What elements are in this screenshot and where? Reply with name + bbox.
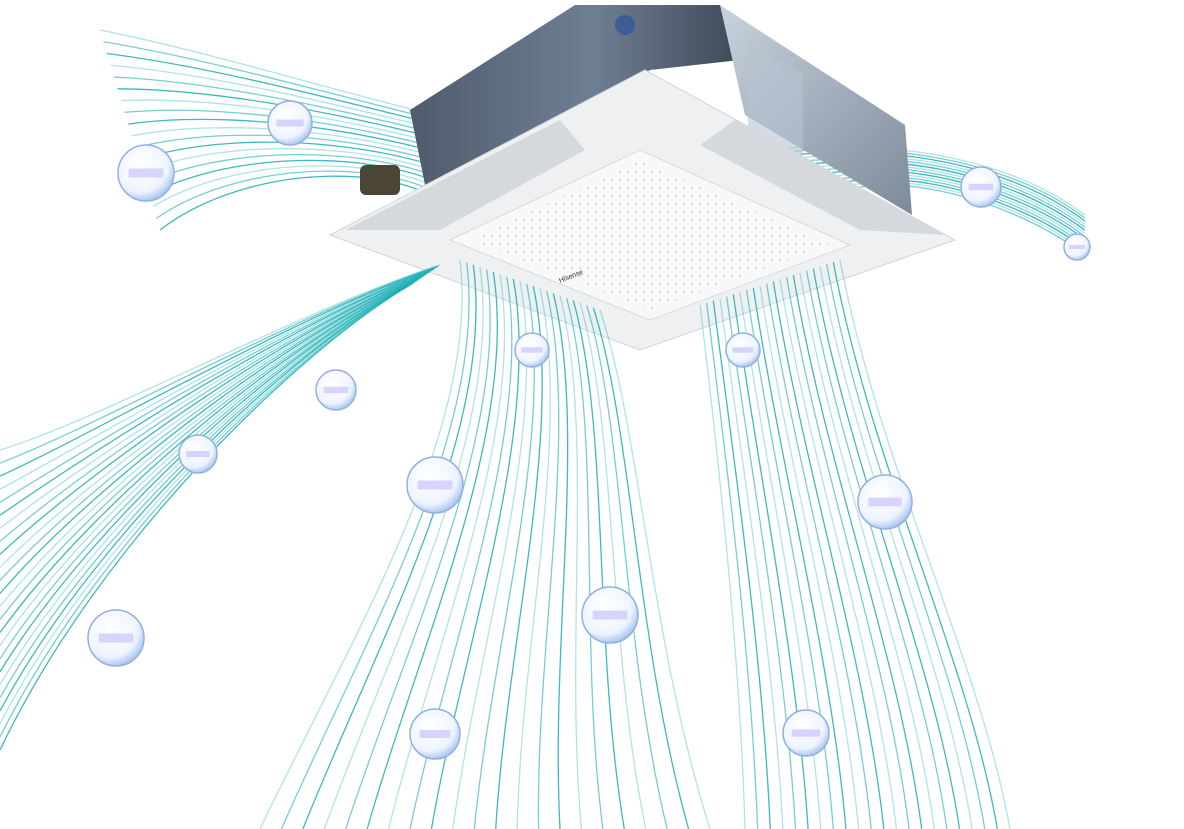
air-vent-left: [345, 120, 585, 230]
airflow-line-down-left: [280, 262, 470, 829]
airflow-line-down-right: [799, 272, 935, 829]
airflow-lines-front: [0, 259, 1011, 829]
airflow-line-down-right: [699, 304, 746, 829]
airflow-line-left: [0, 276, 423, 633]
airflow-line-left: [0, 281, 415, 712]
minus-icon: [968, 183, 994, 191]
minus-icon: [323, 386, 349, 394]
airflow-line-left: [0, 279, 419, 673]
minus-icon: [592, 610, 628, 620]
negative-ion-bubble: [1063, 233, 1091, 261]
airflow-line-down-right: [766, 283, 872, 829]
ac-unit: Hisense: [328, 5, 957, 351]
minus-icon: [276, 119, 304, 127]
airflow-line-left: [0, 271, 430, 555]
airflow-line-down-left: [323, 267, 484, 829]
minus-icon: [98, 633, 134, 643]
airflow-line-down-left: [592, 307, 690, 829]
airflow-line-left: [0, 264, 441, 451]
airflow-line-down-left: [586, 305, 668, 829]
air-vent-right: [700, 120, 945, 235]
minus-icon: [128, 168, 164, 178]
airflow-line-down-right: [739, 292, 822, 829]
airflow-line-down-right: [806, 270, 948, 829]
airflow-line-left: [0, 282, 413, 725]
airflow-line-left: [0, 280, 416, 699]
airflow-line-left: [0, 267, 436, 503]
negative-ion-bubbles: [87, 100, 1091, 760]
negative-ion-bubble: [267, 100, 313, 146]
airflow-line-left: [0, 268, 434, 516]
airflow-line-down-right: [752, 287, 847, 829]
airflow-line-down-left: [366, 271, 498, 829]
pipe-fitting: [615, 15, 635, 35]
airflow-line-down-left: [579, 302, 647, 829]
airflow-line-left: [0, 266, 437, 490]
airflow-line-left: [0, 270, 432, 542]
airflow-line-down-right: [826, 264, 986, 829]
airflow-line-left: [0, 265, 439, 464]
airflow-line-down-right: [819, 266, 973, 829]
minus-icon: [186, 450, 210, 458]
negative-ion-bubble: [406, 456, 464, 514]
negative-ion-bubble: [315, 369, 357, 411]
minus-icon: [419, 730, 451, 738]
airflow-line-down-left: [259, 259, 463, 829]
airflow-line-down-right: [706, 302, 759, 829]
negative-ion-bubble: [857, 474, 913, 530]
airflow-line-down-right: [779, 279, 898, 829]
airflow-line-down-right: [746, 289, 834, 829]
airflow-line-left: [0, 284, 411, 751]
airflow-line-down-left: [566, 297, 604, 829]
airflow-line-down-right: [786, 277, 910, 829]
airflow-line-down-right: [792, 274, 923, 829]
negative-ion-bubble: [725, 332, 761, 368]
airflow-line-down-right: [712, 300, 771, 829]
negative-ion-bubble: [87, 609, 145, 667]
minus-icon: [732, 347, 754, 353]
airflow-line-down-left: [599, 309, 711, 829]
minus-icon: [791, 729, 821, 737]
airflow-line-left: [0, 273, 426, 594]
negative-ion-bubble: [514, 332, 550, 368]
airflow-line-down-right: [812, 268, 961, 829]
airflow-line-down-left: [345, 269, 491, 829]
negative-ion-bubble: [178, 434, 218, 474]
minus-icon: [868, 497, 902, 507]
minus-icon: [417, 480, 453, 490]
airflow-line-down-right: [726, 296, 797, 829]
negative-ion-bubble: [409, 708, 461, 760]
airflow-line-down-right: [719, 298, 784, 829]
negative-ion-bubble: [581, 586, 639, 644]
airflow-line-down-right: [832, 262, 999, 829]
airflow-line-left: [0, 274, 425, 607]
airflow-line-left: [0, 275, 424, 620]
airflow-line-down-left: [559, 295, 583, 829]
airflow-line-left: [0, 269, 433, 529]
airflow-line-down-left: [572, 300, 625, 829]
airflow-line-down-right: [772, 281, 885, 829]
minus-icon: [1068, 244, 1086, 250]
airflow-line-down-left: [302, 264, 477, 829]
airflow-line-left: [0, 277, 421, 647]
airflow-line-down-left: [387, 274, 506, 829]
minus-icon: [521, 347, 543, 353]
negative-ion-bubble: [117, 144, 175, 202]
airflow-line-left: [0, 272, 429, 568]
airflow-line-down-right: [732, 294, 809, 829]
airflow-line-down-right: [839, 259, 1011, 829]
airflow-line-down-left: [537, 290, 560, 829]
negative-ion-bubble: [960, 166, 1002, 208]
negative-ion-bubble: [782, 709, 830, 757]
airflow-line-left: [0, 266, 438, 477]
airflow-line-down-right: [759, 285, 860, 829]
airflow-line-down-left: [552, 293, 569, 829]
airflow-line-left: [0, 273, 428, 581]
